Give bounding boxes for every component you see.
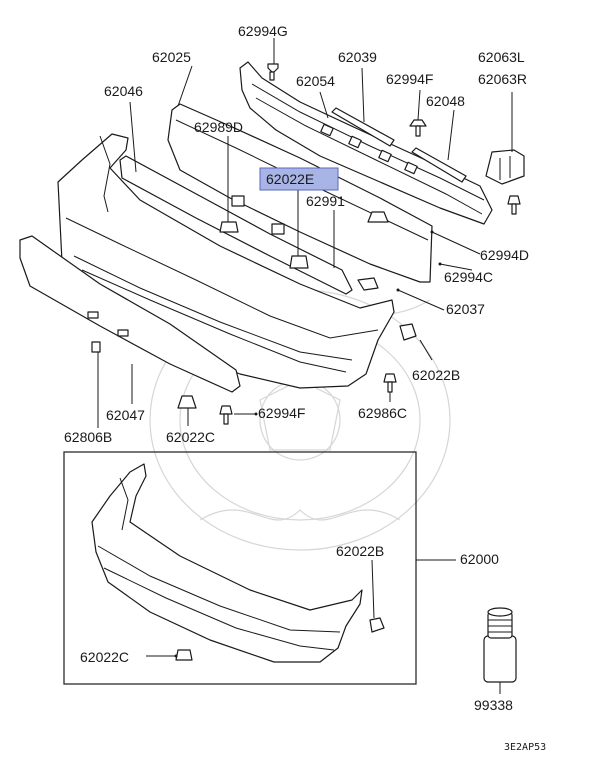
label-62022B-top: 62022B xyxy=(412,367,460,383)
label-62054: 62054 xyxy=(296,73,335,89)
label-62025: 62025 xyxy=(152,49,191,65)
label-62994F-bottom: 62994F xyxy=(258,405,305,421)
leader-lines xyxy=(97,38,513,694)
molding-62047 xyxy=(19,235,241,393)
bottle-99338 xyxy=(483,607,517,683)
label-62994C: 62994C xyxy=(444,269,493,285)
label-62022C-top: 62022C xyxy=(166,429,215,445)
label-62022C-box: 62022C xyxy=(80,649,129,665)
label-62991: 62991 xyxy=(306,193,345,209)
label-62048: 62048 xyxy=(426,93,465,109)
label-62047: 62047 xyxy=(106,407,145,423)
label-62806B: 62806B xyxy=(64,429,112,445)
label-62063R: 62063R xyxy=(478,71,527,87)
fasteners xyxy=(91,63,521,661)
label-62994D: 62994D xyxy=(480,247,529,263)
reinforcement-62039 xyxy=(239,61,493,225)
leader-dots xyxy=(174,230,442,658)
label-62994F-top: 62994F xyxy=(386,71,433,87)
label-62037: 62037 xyxy=(446,301,485,317)
assembly-box xyxy=(63,451,417,685)
strip-62054 xyxy=(331,107,395,147)
label-62994G: 62994G xyxy=(238,23,288,39)
label-62989D: 62989D xyxy=(194,119,243,135)
label-62986C: 62986C xyxy=(358,405,407,421)
label-62022B-box: 62022B xyxy=(336,543,384,559)
label-62000: 62000 xyxy=(460,551,499,567)
label-99338: 99338 xyxy=(474,697,513,713)
bracket-62063 xyxy=(485,149,525,185)
strip-62048 xyxy=(411,147,467,183)
highlight-62022E xyxy=(259,167,339,191)
label-62039: 62039 xyxy=(338,49,377,65)
label-62022E: 62022E xyxy=(266,171,314,187)
label-62046: 62046 xyxy=(104,83,143,99)
part-labels: 62994G 62025 62039 62063L 62063R 62046 6… xyxy=(64,23,546,753)
reference-code: 3E2AP53 xyxy=(504,742,546,753)
label-62063L: 62063L xyxy=(478,49,525,65)
bumper-assembly-62000 xyxy=(91,463,363,663)
